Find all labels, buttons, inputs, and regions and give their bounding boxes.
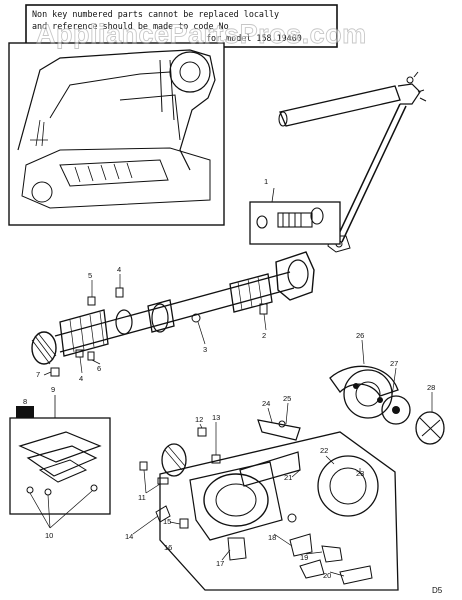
callout-19: 19 <box>300 553 308 562</box>
machine-inset <box>8 42 225 226</box>
callout-14: 14 <box>125 532 133 541</box>
part-1-box <box>249 187 341 245</box>
callout-26: 26 <box>356 331 364 340</box>
callout-10: 10 <box>45 531 53 540</box>
callout-2: 2 <box>262 331 266 340</box>
callout-21: 21 <box>284 473 292 482</box>
callout-12: 12 <box>195 415 203 424</box>
notice-line-2: and reference should be made to code No <box>32 21 229 31</box>
hook-small-parts <box>139 427 221 529</box>
callout-18: 18 <box>268 533 276 542</box>
part-9-plate <box>9 395 111 515</box>
callout-11: 11 <box>138 493 146 502</box>
callout-7: 7 <box>36 370 40 379</box>
watermark: AppliancePartsPros.com <box>36 19 367 49</box>
callout-3: 3 <box>203 345 207 354</box>
callout-20: 20 <box>323 571 331 580</box>
callout-28: 28 <box>427 383 435 392</box>
notice-box: Non key numbered parts cannot be replace… <box>25 4 338 48</box>
callout-15: 15 <box>163 517 171 526</box>
hook-assembly-box <box>159 431 399 591</box>
page-number: D5 <box>432 586 443 595</box>
callout-4a: 4 <box>117 265 121 274</box>
parts-26-28 <box>329 365 445 445</box>
part-24-25 <box>257 419 301 441</box>
drive-arm <box>278 71 427 253</box>
callout-5: 5 <box>88 271 92 280</box>
callout-25: 25 <box>283 394 291 403</box>
part-8 <box>16 406 34 418</box>
callout-27: 27 <box>390 359 398 368</box>
main-shaft <box>31 251 315 365</box>
callout-4b: 4 <box>79 374 83 383</box>
callout-8: 8 <box>23 397 27 406</box>
callout-17: 17 <box>216 559 224 568</box>
callout-22: 22 <box>320 446 328 455</box>
callout-labels: 1 2 3 4 4 5 6 7 8 9 10 11 12 13 14 15 16… <box>23 177 435 580</box>
callout-1: 1 <box>264 177 268 186</box>
callout-13: 13 <box>212 413 220 422</box>
callout-16: 16 <box>164 543 172 552</box>
notice-line-1: Non key numbered parts cannot be replace… <box>32 9 279 19</box>
callout-24: 24 <box>262 399 270 408</box>
notice-line-3: for model 158.19400 <box>206 33 302 43</box>
leader-lines <box>29 274 433 577</box>
callout-6: 6 <box>97 364 101 373</box>
callout-9: 9 <box>51 385 55 394</box>
